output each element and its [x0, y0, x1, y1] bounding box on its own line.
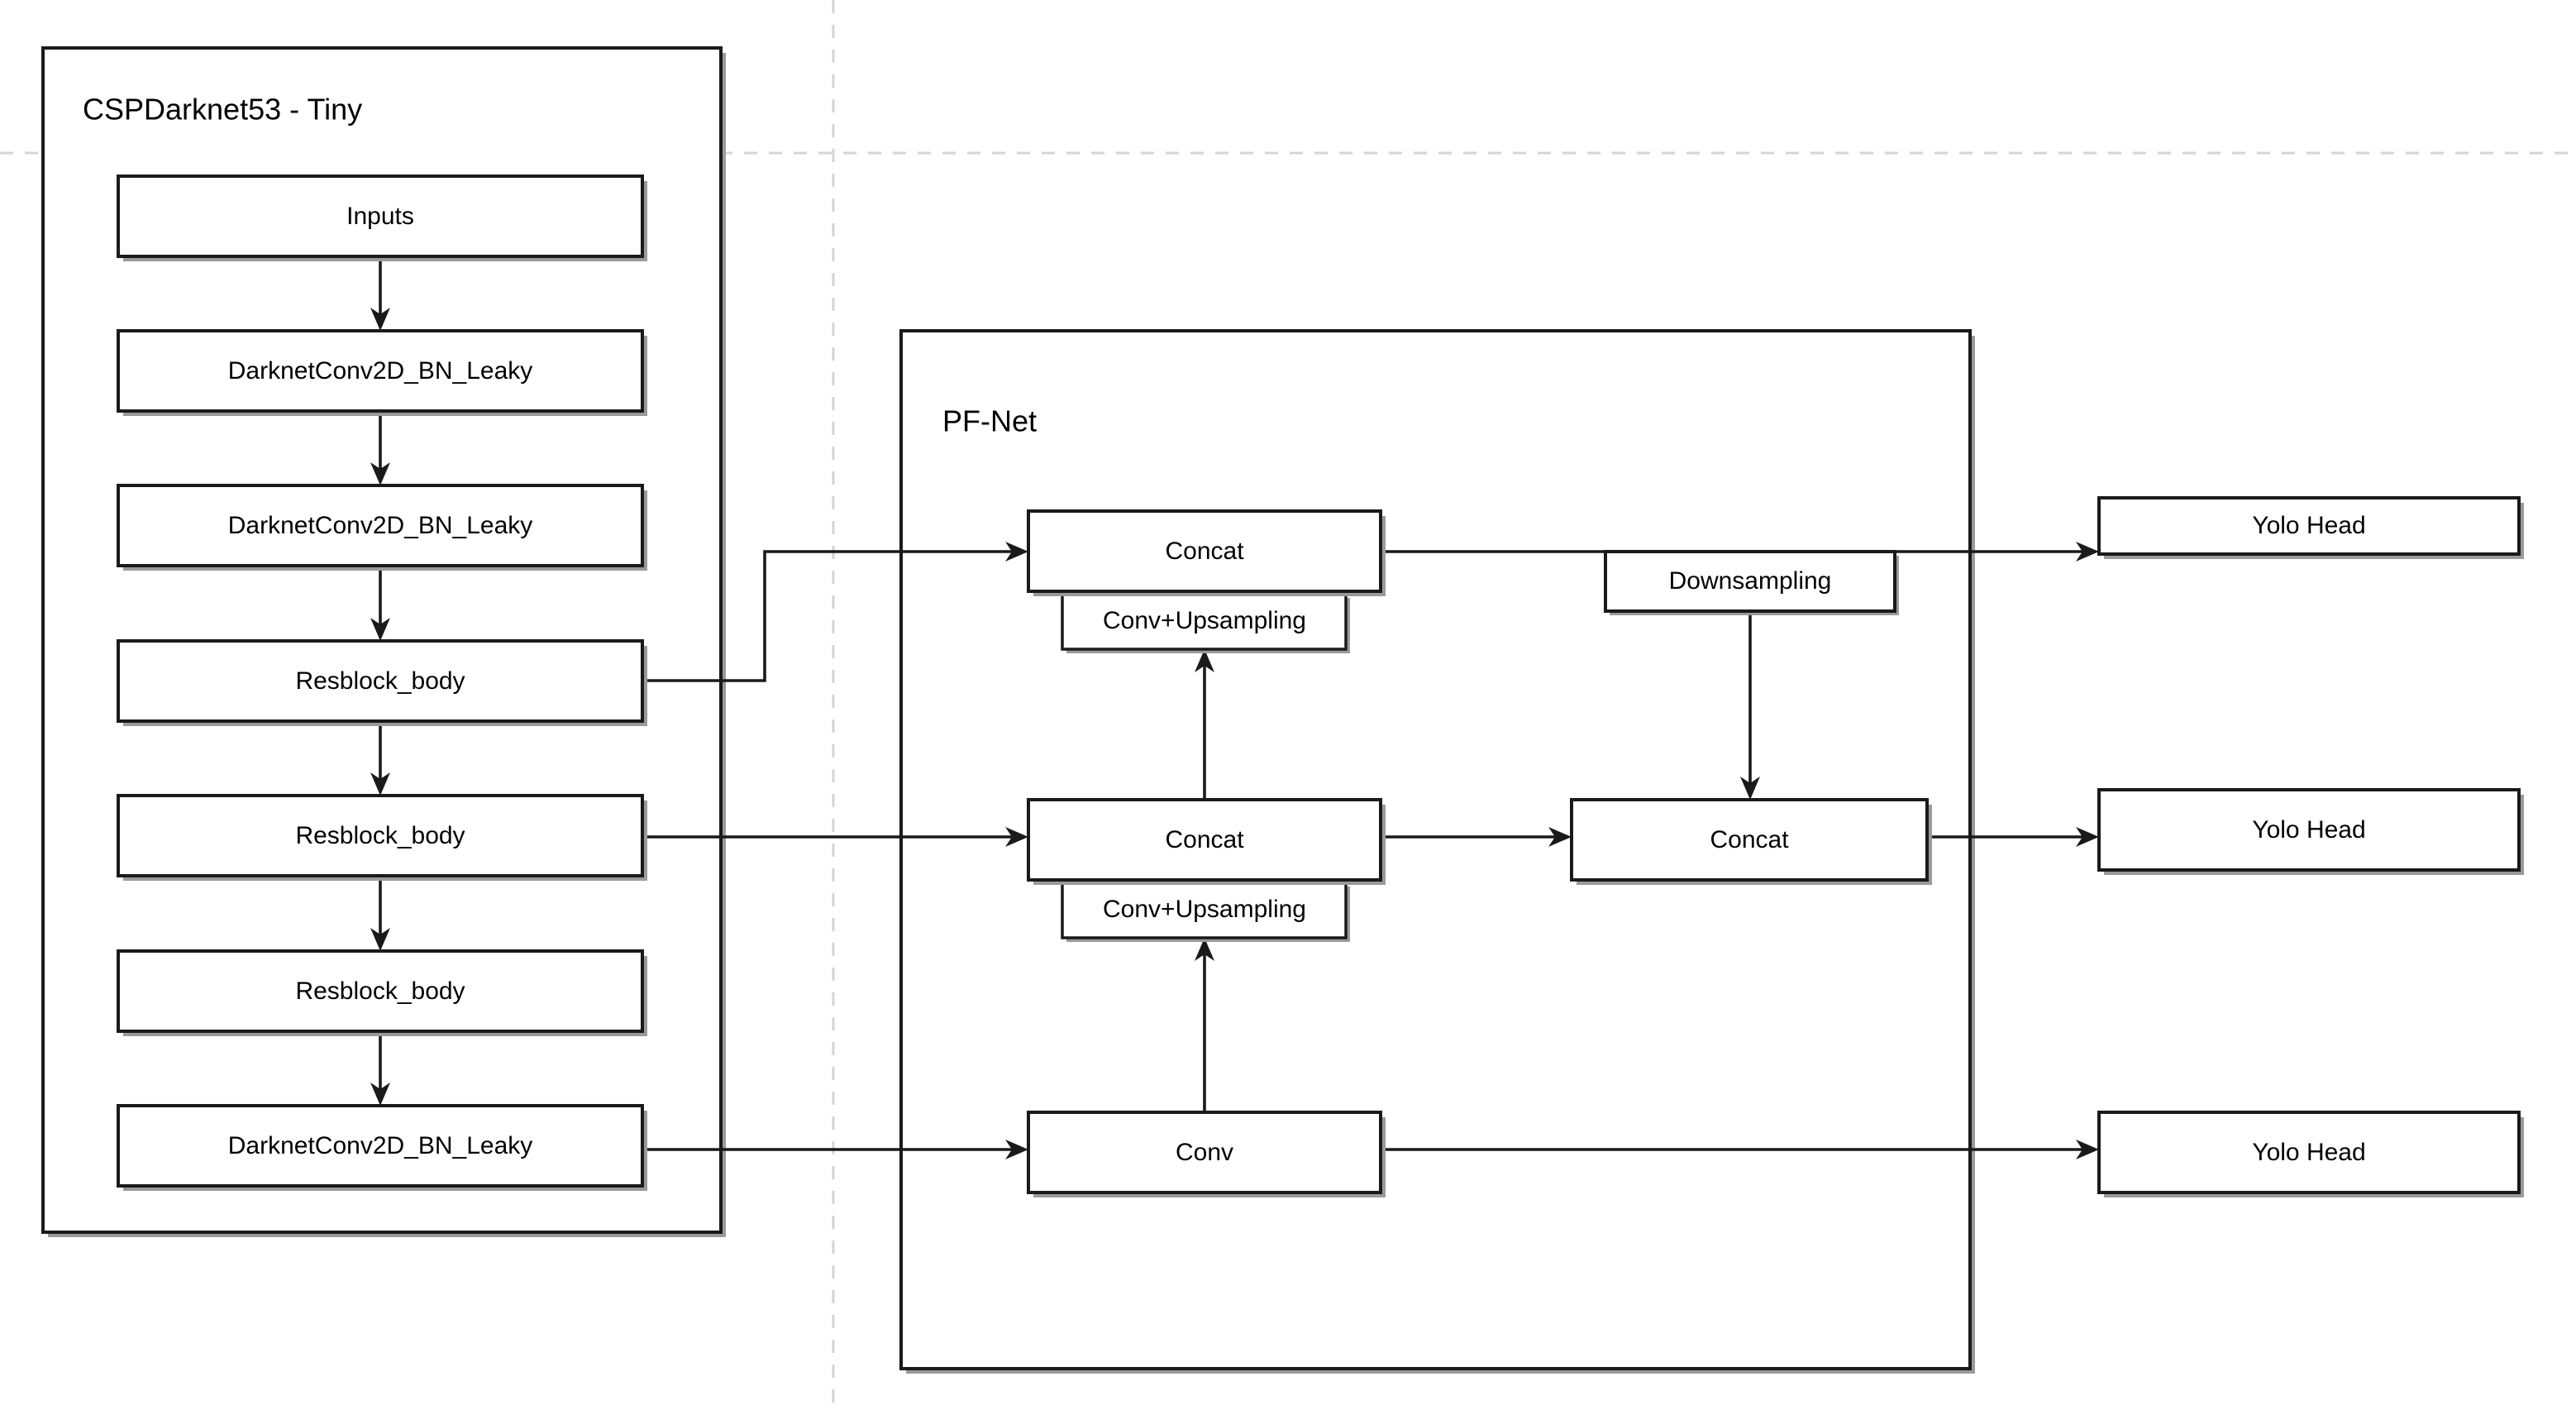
node-darknetconv-1[interactable]: DarknetConv2D_BN_Leaky: [117, 329, 647, 416]
edge-res1-to-concat-top: [642, 542, 1028, 682]
node-yolo-head-mid[interactable]: Yolo Head: [2097, 788, 2524, 875]
inputs-box[interactable]: [117, 174, 644, 258]
darknetconv-2-label: DarknetConv2D_BN_Leaky: [228, 512, 533, 539]
edge-inputs-to-dconv1: [370, 256, 390, 331]
node-downsampling[interactable]: Downsampling: [1604, 550, 1899, 615]
node-darknetconv-2[interactable]: DarknetConv2D_BN_Leaky: [117, 484, 647, 571]
edge-downsampling-to-concat-right: [1740, 611, 1760, 800]
node-concat-right[interactable]: Concat: [1570, 798, 1932, 885]
resblock-3-box[interactable]: [117, 949, 644, 1033]
edge-concat-mid-to-concat-right: [1381, 827, 1572, 847]
conv-upsampling-top-label: Conv+Upsampling: [1103, 607, 1306, 634]
yolo-head-top-box[interactable]: [2097, 496, 2521, 556]
group-neck: PF-Net: [899, 329, 1975, 1374]
resblock-2-label: Resblock_body: [295, 822, 465, 849]
node-darknetconv-3[interactable]: DarknetConv2D_BN_Leaky: [117, 1104, 647, 1191]
node-yolo-head-top[interactable]: Yolo Head: [2097, 496, 2524, 559]
resblock-1-label: Resblock_body: [295, 667, 465, 695]
conv-box[interactable]: [1027, 1111, 1382, 1194]
edge-conv-to-head-bot: [1381, 1140, 2099, 1159]
yolo-head-mid-label: Yolo Head: [2252, 816, 2365, 844]
concat-right-box[interactable]: [1570, 798, 1929, 882]
concat-right-label: Concat: [1710, 826, 1789, 853]
resblock-1-box[interactable]: [117, 639, 644, 723]
concat-top-label: Concat: [1165, 538, 1244, 565]
downsampling-box[interactable]: [1604, 550, 1896, 613]
backbone-title: CSPDarknet53 - Tiny: [83, 93, 362, 127]
edge-dconv3-to-conv: [642, 1140, 1028, 1159]
darknetconv-2-box[interactable]: [117, 484, 644, 567]
node-inputs[interactable]: Inputs: [117, 174, 647, 261]
edge-concat-mid-to-upsampling-top: [1195, 649, 1214, 800]
node-resblock-3[interactable]: Resblock_body: [117, 949, 647, 1036]
downsampling-label: Downsampling: [1669, 567, 1832, 595]
yolo-head-top-label: Yolo Head: [2252, 512, 2365, 539]
node-resblock-1[interactable]: Resblock_body: [117, 639, 647, 726]
concat-mid-box[interactable]: [1027, 798, 1382, 882]
inputs-label: Inputs: [346, 203, 414, 230]
conv-upsampling-mid-label: Conv+Upsampling: [1103, 896, 1306, 923]
node-conv-upsampling-top[interactable]: Conv+Upsampling: [1061, 592, 1350, 653]
node-concat-top[interactable]: Concat: [1027, 509, 1386, 596]
edge-res3-to-dconv3: [370, 1031, 390, 1106]
yolo-head-bot-box[interactable]: [2097, 1111, 2521, 1194]
edge-concat-right-to-head-mid: [1927, 827, 2099, 847]
conv-label: Conv: [1176, 1139, 1233, 1166]
node-concat-mid[interactable]: Concat: [1027, 798, 1386, 885]
node-conv-upsampling-mid[interactable]: Conv+Upsampling: [1061, 881, 1350, 942]
resblock-2-box[interactable]: [117, 794, 644, 877]
yolo-head-mid-box[interactable]: [2097, 788, 2521, 872]
concat-mid-label: Concat: [1165, 826, 1244, 853]
node-resblock-2[interactable]: Resblock_body: [117, 794, 647, 881]
edge-dconv1-to-dconv2: [370, 411, 390, 485]
edge-res2-to-res3: [370, 876, 390, 951]
concat-top-box[interactable]: [1027, 509, 1382, 593]
edge-dconv2-to-res1: [370, 566, 390, 641]
node-conv[interactable]: Conv: [1027, 1111, 1386, 1197]
darknetconv-1-label: DarknetConv2D_BN_Leaky: [228, 357, 533, 385]
darknetconv-1-box[interactable]: [117, 329, 644, 413]
neck-title: PF-Net: [942, 404, 1037, 438]
yolo-head-bot-label: Yolo Head: [2252, 1139, 2365, 1166]
node-yolo-head-bot[interactable]: Yolo Head: [2097, 1111, 2524, 1197]
resblock-3-label: Resblock_body: [295, 977, 465, 1005]
darknetconv-3-box[interactable]: [117, 1104, 644, 1188]
edge-conv-to-upsampling-mid: [1195, 938, 1214, 1112]
edge-res2-to-concat-mid: [642, 827, 1028, 847]
darknetconv-3-label: DarknetConv2D_BN_Leaky: [228, 1132, 533, 1159]
edge-res1-to-res2: [370, 721, 390, 796]
